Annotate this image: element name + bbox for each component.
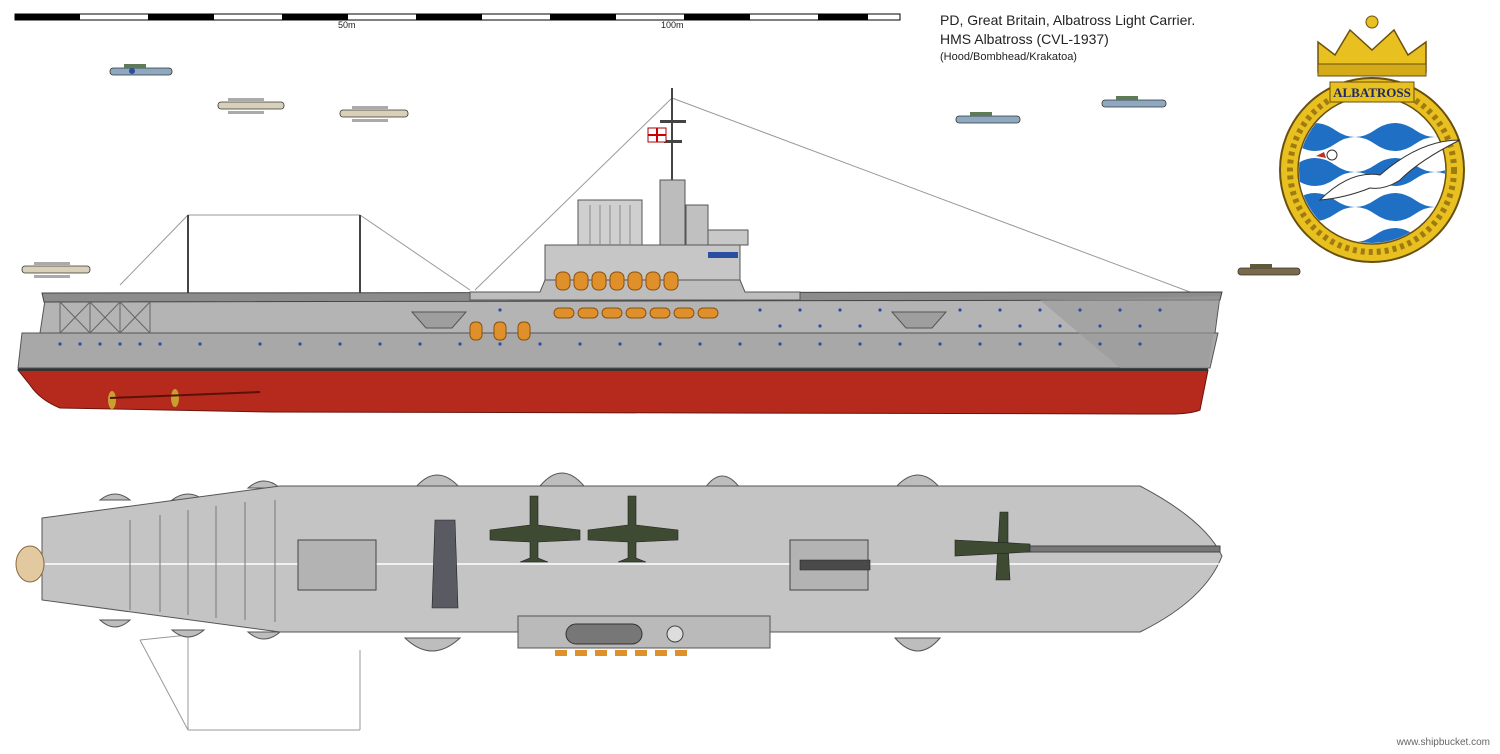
flying-aircraft-group xyxy=(21,64,1301,278)
biplane-icon xyxy=(955,112,1021,124)
scale-label-100m: 100m xyxy=(661,20,684,30)
author-credits: (Hood/Bombhead/Krakatoa) xyxy=(940,51,1077,63)
biplane-icon xyxy=(1101,96,1167,108)
site-credit: www.shipbucket.com xyxy=(1396,737,1490,748)
gun-sponsons xyxy=(98,472,942,652)
albatross-bird xyxy=(1318,139,1461,201)
biplane-icon xyxy=(217,98,285,114)
ship-designation: HMS Albatross (CVL-1937) xyxy=(940,31,1109,47)
scale-bar xyxy=(14,13,901,21)
scale-label-50m: 50m xyxy=(338,20,356,30)
biplane-icon xyxy=(1237,264,1301,276)
hull-side xyxy=(17,332,1219,369)
catapult-track xyxy=(999,545,1221,553)
crest-name-text: ALBATROSS xyxy=(1333,85,1411,100)
aft-elevator xyxy=(297,539,377,591)
biplane-icon xyxy=(21,262,91,278)
arrester-wires xyxy=(129,500,276,622)
propellers xyxy=(108,389,261,409)
biplane-icon xyxy=(339,106,409,122)
drawing-title: PD, Great Britain, Albatross Light Carri… xyxy=(940,12,1196,28)
underwater-hull xyxy=(16,369,1209,415)
ship-crest-icon: ALBATROSS xyxy=(1279,15,1465,263)
side-profile xyxy=(16,88,1223,415)
island-plan xyxy=(517,615,771,656)
biplane-icon xyxy=(109,64,173,76)
white-ensign-flag-icon xyxy=(647,127,667,143)
deck-aircraft xyxy=(431,495,1031,609)
portholes xyxy=(58,308,1162,346)
life-boats xyxy=(469,271,719,341)
plan-view xyxy=(15,472,1223,731)
stern-roundown xyxy=(15,545,45,583)
